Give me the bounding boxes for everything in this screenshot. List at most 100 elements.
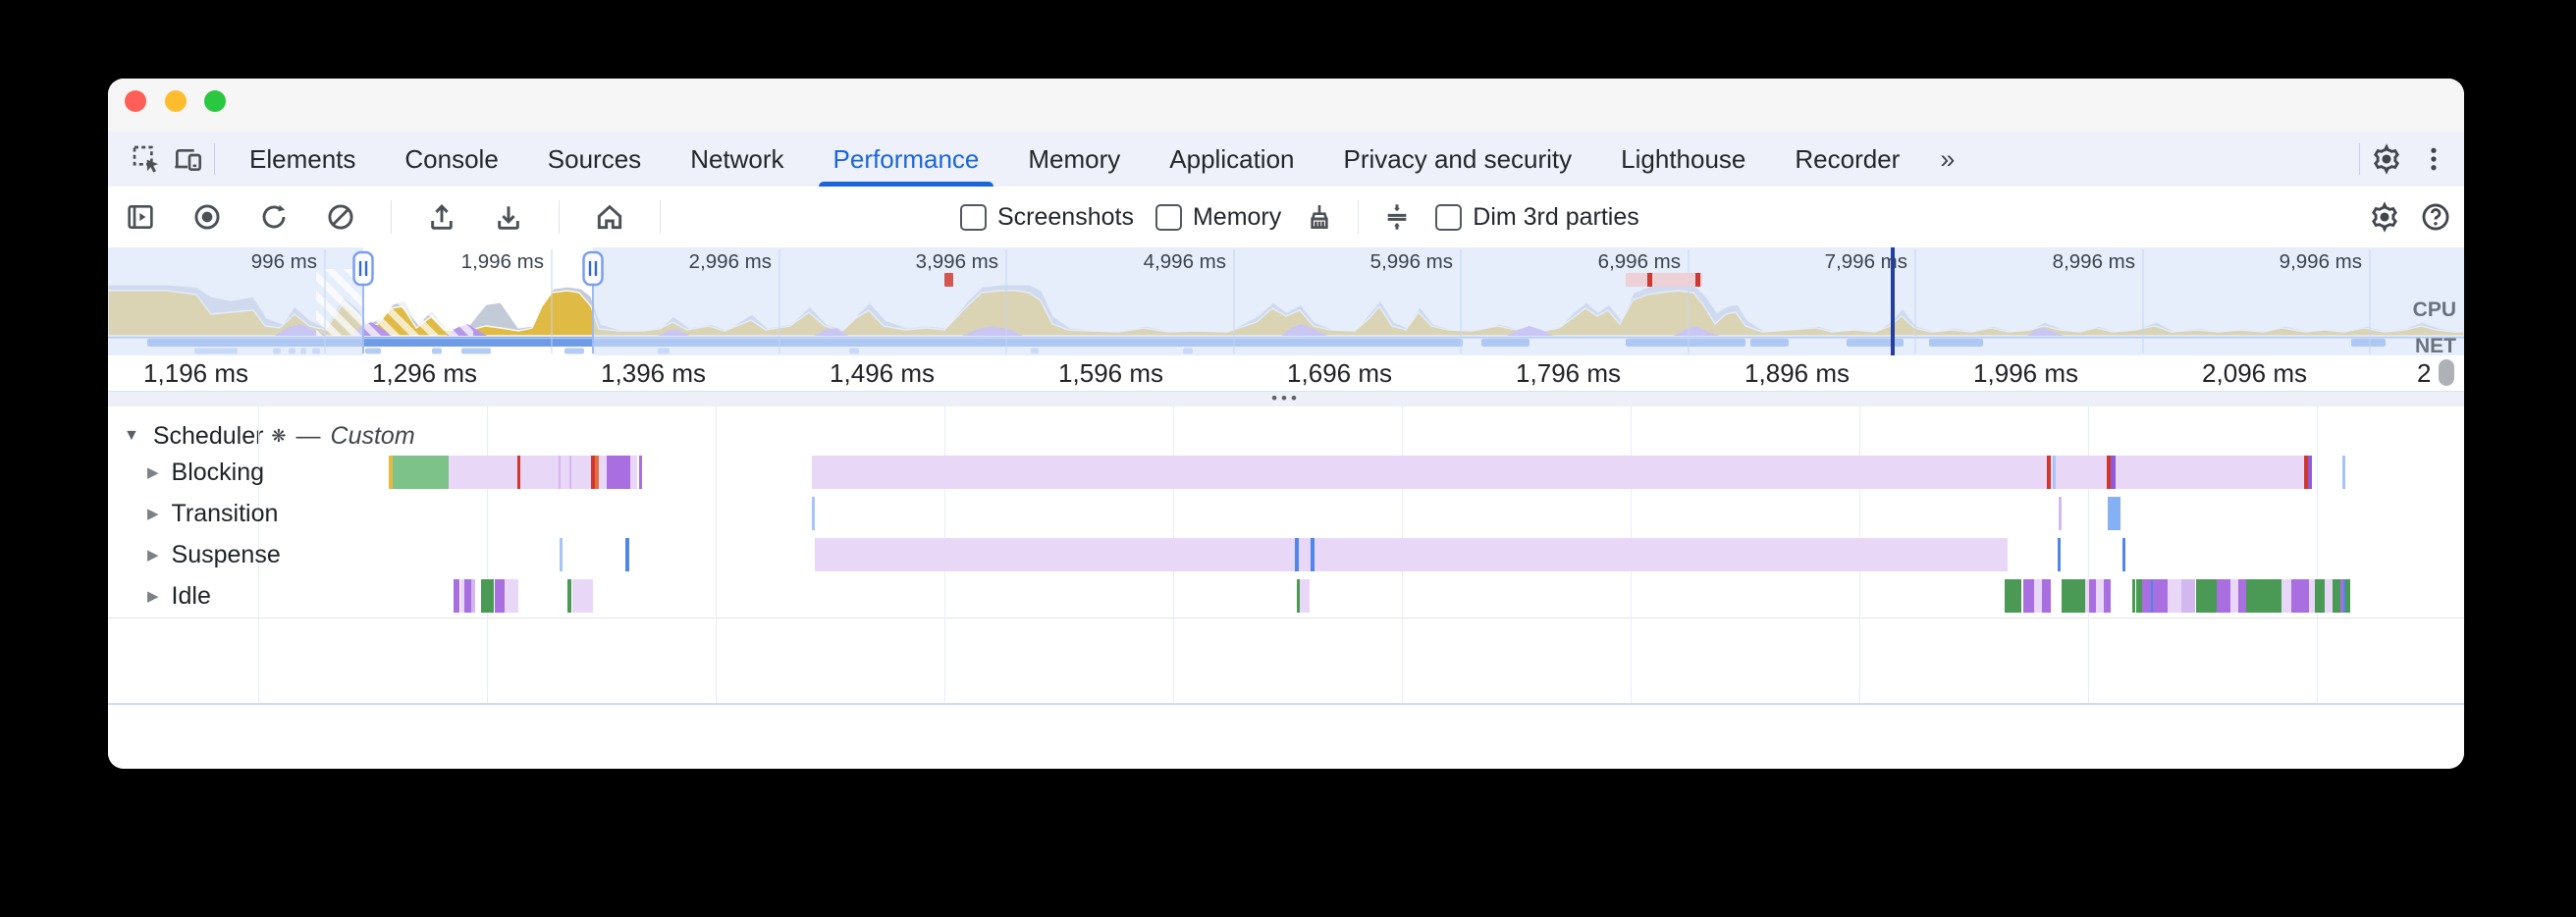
- flame-chart-tracks[interactable]: ▼ Scheduler ❋ — Custom ▶Blocking▶Transit…: [108, 406, 2464, 703]
- collapse-arrow-icon[interactable]: ▼: [124, 427, 139, 444]
- flame-segment-blocking[interactable]: [812, 456, 2307, 489]
- collapse-flame-icon[interactable]: [1380, 200, 1414, 234]
- minimize-button[interactable]: [165, 90, 187, 112]
- flame-segment-idle[interactable]: [2042, 579, 2051, 613]
- toggle-sidebar-icon[interactable]: [124, 200, 157, 234]
- flame-segment-idle[interactable]: [2153, 579, 2168, 613]
- flame-segment-suspense[interactable]: [815, 538, 2008, 571]
- checkbox-box[interactable]: [1435, 203, 1463, 231]
- flame-segment-idle[interactable]: [2136, 579, 2142, 613]
- selection-handle-right[interactable]: [582, 250, 604, 287]
- expand-arrow-icon[interactable]: ▶: [147, 547, 159, 564]
- flame-segment-idle[interactable]: [505, 579, 518, 613]
- upload-profile-icon[interactable]: [425, 200, 458, 234]
- track-row-blocking[interactable]: ▶Blocking: [147, 452, 264, 493]
- reload-record-icon[interactable]: [257, 200, 291, 234]
- flame-segment-blocking[interactable]: [2308, 456, 2312, 489]
- flame-segment-idle[interactable]: [572, 579, 593, 613]
- flame-segment-transition[interactable]: [2059, 497, 2062, 530]
- tab-network[interactable]: Network: [666, 132, 808, 187]
- home-icon[interactable]: [593, 200, 626, 234]
- flame-segment-idle[interactable]: [2281, 579, 2291, 613]
- flame-segment-idle[interactable]: [2238, 579, 2246, 613]
- track-row-idle[interactable]: ▶Idle: [147, 575, 211, 617]
- flame-segment-idle[interactable]: [2291, 579, 2309, 613]
- flame-segment-blocking[interactable]: [607, 456, 630, 489]
- dim-3rd-parties-checkbox[interactable]: Dim 3rd parties: [1435, 203, 1639, 232]
- flame-segment-blocking[interactable]: [591, 456, 595, 489]
- record-icon[interactable]: [190, 200, 224, 234]
- flame-segment-idle[interactable]: [2340, 579, 2343, 613]
- tab-elements[interactable]: Elements: [225, 132, 380, 187]
- flame-segment-suspense[interactable]: [625, 538, 629, 571]
- download-profile-icon[interactable]: [492, 200, 525, 234]
- more-tabs-button[interactable]: »: [1940, 143, 1956, 174]
- flame-segment-idle[interactable]: [464, 579, 471, 613]
- flame-segment-blocking[interactable]: [2053, 456, 2056, 489]
- flame-segment-idle[interactable]: [2217, 579, 2230, 613]
- flame-segment-blocking[interactable]: [559, 456, 561, 489]
- tab-lighthouse[interactable]: Lighthouse: [1596, 132, 1770, 187]
- flame-segment-idle[interactable]: [2246, 579, 2281, 613]
- flame-segment-blocking[interactable]: [2111, 456, 2116, 489]
- tab-application[interactable]: Application: [1145, 132, 1318, 187]
- garbage-collect-icon[interactable]: [1303, 200, 1336, 234]
- flame-segment-blocking[interactable]: [393, 456, 449, 489]
- scrollbar-thumb[interactable]: [2439, 359, 2454, 386]
- flame-segment-idle[interactable]: [2345, 579, 2350, 613]
- flame-segment-idle[interactable]: [2333, 579, 2340, 613]
- flame-segment-idle[interactable]: [2089, 579, 2096, 613]
- inspect-icon[interactable]: [130, 142, 163, 176]
- checkbox-box[interactable]: [1154, 203, 1182, 231]
- flame-segment-idle[interactable]: [2023, 579, 2034, 613]
- flame-segment-idle[interactable]: [2315, 579, 2325, 613]
- kebab-menu-icon[interactable]: [2417, 142, 2450, 176]
- tab-privacy-and-security[interactable]: Privacy and security: [1319, 132, 1597, 187]
- flame-segment-idle[interactable]: [2151, 579, 2153, 613]
- capture-settings-gear-icon[interactable]: [2368, 200, 2401, 234]
- flame-segment-idle[interactable]: [2196, 579, 2217, 613]
- screenshots-checkbox[interactable]: Screenshots: [960, 203, 1134, 232]
- flame-segment-idle[interactable]: [1297, 579, 1300, 613]
- flame-segment-suspense[interactable]: [1311, 538, 1315, 571]
- flame-segment-suspense[interactable]: [1295, 538, 1299, 571]
- flame-segment-idle[interactable]: [471, 579, 475, 613]
- flame-segment-idle[interactable]: [2230, 579, 2238, 613]
- flame-segment-idle[interactable]: [2034, 579, 2042, 613]
- flame-segment-idle[interactable]: [460, 579, 464, 613]
- flame-segment-idle[interactable]: [2132, 579, 2135, 613]
- flame-segment-blocking[interactable]: [569, 456, 571, 489]
- clear-icon[interactable]: [324, 200, 357, 234]
- flame-segment-idle[interactable]: [2343, 579, 2345, 613]
- flame-segment-transition[interactable]: [2108, 497, 2120, 530]
- selection-handle-left[interactable]: [352, 250, 374, 287]
- flame-segment-blocking[interactable]: [630, 456, 637, 489]
- track-row-transition[interactable]: ▶Transition: [147, 493, 278, 534]
- expand-arrow-icon[interactable]: ▶: [147, 588, 159, 605]
- flame-segment-suspense[interactable]: [560, 538, 563, 571]
- help-icon[interactable]: [2419, 200, 2452, 234]
- flame-segment-blocking[interactable]: [2342, 456, 2345, 489]
- zoom-button[interactable]: [204, 90, 226, 112]
- flame-segment-blocking[interactable]: [2047, 456, 2051, 489]
- tab-memory[interactable]: Memory: [1003, 132, 1145, 187]
- track-row-suspense[interactable]: ▶Suspense: [147, 534, 281, 575]
- flame-segment-idle[interactable]: [481, 579, 494, 613]
- flame-segment-idle[interactable]: [2142, 579, 2151, 613]
- flame-segment-blocking[interactable]: [599, 456, 607, 489]
- flame-segment-blocking[interactable]: [2304, 456, 2308, 489]
- flame-segment-suspense[interactable]: [2058, 538, 2061, 571]
- flame-segment-idle[interactable]: [2309, 579, 2315, 613]
- checkbox-box[interactable]: [960, 203, 987, 231]
- flame-segment-idle[interactable]: [454, 579, 459, 613]
- expand-arrow-icon[interactable]: ▶: [147, 506, 159, 522]
- flame-segment-idle[interactable]: [1300, 579, 1310, 613]
- flame-segment-idle[interactable]: [2168, 579, 2181, 613]
- flame-segment-blocking[interactable]: [595, 456, 599, 489]
- flame-segment-transition[interactable]: [812, 497, 815, 530]
- flame-segment-idle[interactable]: [567, 579, 571, 613]
- flame-segment-idle[interactable]: [2181, 579, 2195, 613]
- track-header-scheduler[interactable]: ▼ Scheduler ❋ — Custom: [124, 420, 415, 452]
- flame-segment-idle[interactable]: [2005, 579, 2021, 613]
